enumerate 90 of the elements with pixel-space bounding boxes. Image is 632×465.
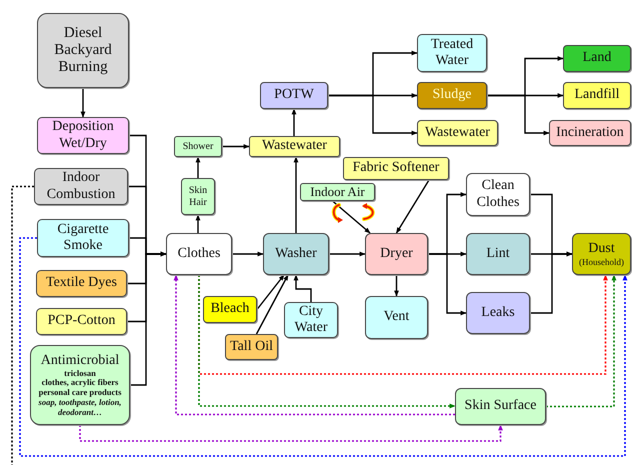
arrow (130, 252, 167, 386)
node-label: Fabric Softener (352, 160, 440, 177)
node-label: Land (582, 50, 612, 67)
process-box (225, 334, 278, 360)
process-box (466, 173, 530, 216)
process-box (37, 13, 129, 88)
node-label: Washer (275, 246, 317, 262)
arrow (530, 252, 573, 314)
node-label: Dryer (380, 246, 413, 262)
arrow (294, 274, 312, 302)
node-label: Wastewater (425, 124, 490, 142)
arrow (396, 180, 430, 234)
process-box (549, 120, 631, 146)
process-box (466, 292, 530, 334)
process-box (203, 296, 257, 323)
connector-line (11, 186, 34, 465)
node-label: Indoor Air (310, 184, 365, 200)
node-label: Skin Hair (188, 185, 208, 208)
node-label: Textile Dyes (46, 275, 117, 292)
node-label: Treated Water (430, 36, 474, 70)
node-label: Bleach (210, 301, 250, 318)
arrow (292, 108, 296, 136)
process-box (36, 308, 127, 335)
arrow (428, 253, 467, 316)
arrow (256, 274, 289, 334)
node-label: personal care products (38, 388, 122, 398)
process-box (263, 233, 329, 275)
process-box (466, 233, 530, 275)
node-label: triclosan (64, 368, 96, 378)
arrow (329, 252, 366, 256)
node-label: Tall Oil (230, 338, 273, 356)
process-box (365, 233, 428, 275)
node-label: POTW (274, 87, 314, 104)
process-box (343, 157, 449, 180)
node-label: Lint (486, 246, 510, 262)
process-box (37, 219, 129, 257)
process-box (455, 388, 546, 425)
arrow (79, 424, 503, 442)
process-box (365, 296, 428, 339)
node-label: Indoor Combustion (46, 170, 116, 203)
process-box (166, 233, 232, 275)
process-box (260, 82, 328, 109)
node-label: Skin Surface (464, 398, 536, 415)
process-box (284, 302, 338, 338)
node-label: Incineration (556, 124, 624, 142)
process-box (563, 82, 631, 109)
arrow (196, 156, 200, 178)
node-label: soap, toothpaste, lotion, deodorant… (38, 398, 122, 418)
arrow (294, 156, 298, 233)
process-box (30, 345, 130, 425)
process-box (417, 82, 487, 109)
node-label: Leaks (481, 304, 515, 322)
process-box (36, 270, 127, 297)
process-box (563, 45, 631, 72)
process-box (300, 183, 375, 201)
arrow (546, 274, 616, 408)
arrow (487, 94, 550, 136)
process-box (417, 34, 487, 72)
arrow (256, 274, 285, 310)
process-box (572, 233, 631, 275)
node-label: PCP-Cotton (48, 313, 116, 330)
arrow (232, 252, 264, 256)
node-label: Wastewater (262, 138, 327, 155)
node-label: Clean Clothes (476, 178, 520, 211)
process-box (37, 117, 129, 154)
node-label: Clothes (178, 246, 220, 262)
node-label: (Household) (579, 256, 624, 268)
node-label: Vent (384, 309, 410, 326)
arrow (222, 144, 250, 149)
process-box (34, 168, 128, 205)
arrow (332, 200, 370, 234)
node-label: Deposition Wet/Dry (51, 119, 115, 152)
node-label: clothes, acrylic fibers (42, 378, 118, 388)
node-label: Sludge (432, 87, 472, 104)
node-label: Cigarette Smoke (56, 222, 110, 254)
node-label: Landfill (574, 87, 620, 104)
node-label: City Water (293, 304, 329, 336)
arrow (80, 88, 86, 118)
process-box (249, 136, 340, 157)
node-label: Shower (182, 140, 214, 152)
node-label: Diesel Backyard Burning (53, 24, 113, 76)
process-box (417, 120, 498, 146)
process-box (174, 136, 222, 157)
arrow (196, 214, 200, 233)
arrow (19, 237, 628, 457)
process-box (181, 178, 215, 215)
node-label: Antimicrobial (40, 352, 120, 369)
arrow (394, 275, 399, 297)
node-label: Dust (588, 240, 615, 257)
arrow (328, 94, 418, 136)
